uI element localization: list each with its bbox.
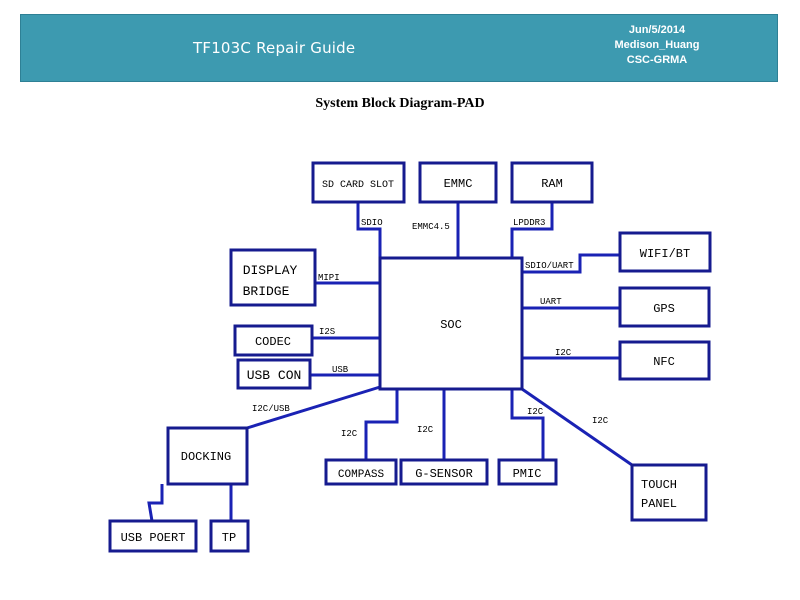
usb-poert-box: [108, 519, 198, 553]
header-banner: TF103C Repair Guide Jun/5/2014 Medison_H…: [20, 14, 778, 82]
touch-panel-box: [630, 463, 708, 522]
header-meta: Jun/5/2014 Medison_Huang CSC-GRMA: [587, 23, 727, 68]
usb-poert-label: USB POERT: [121, 531, 186, 545]
link-labels: SDIO EMMC4.5 LPDDR3 SDIO/UART UART I2C M…: [252, 218, 609, 439]
usb-link-label: USB: [332, 365, 349, 375]
pmic-box: [497, 458, 558, 486]
i2c-usb-link-label: I2C/USB: [252, 404, 290, 414]
emmc-box: [418, 161, 498, 204]
tp-box: [209, 519, 250, 553]
line-touch: [521, 387, 633, 467]
mipi-link-label: MIPI: [318, 273, 340, 283]
docking-box: [166, 426, 249, 486]
compass-label: COMPASS: [338, 469, 385, 481]
codec-box: [233, 324, 314, 357]
g-sensor-box: [399, 458, 489, 486]
bridge-label: BRIDGE: [243, 284, 290, 299]
nfc-i2c-link-label: I2C: [555, 348, 572, 358]
line-pmic: [510, 389, 545, 460]
line-lpddr3: [510, 202, 554, 258]
ram-label: RAM: [541, 177, 563, 191]
compass-box: [324, 458, 398, 486]
panel-label: PANEL: [641, 497, 677, 511]
display-label: DISPLAY: [243, 263, 298, 278]
header-dept: CSC-GRMA: [626, 54, 688, 66]
usb-con-box: [236, 358, 312, 390]
gps-box: [618, 286, 711, 328]
connection-lines: [147, 202, 633, 522]
docking-label: DOCKING: [181, 450, 231, 464]
nfc-label: NFC: [653, 355, 675, 369]
touch-label: TOUCH: [641, 478, 677, 492]
g-sensor-label: G-SENSOR: [415, 467, 473, 481]
line-sdio: [356, 202, 382, 258]
sd-card-slot-label: SD CARD SLOT: [322, 180, 394, 191]
soc-box: [378, 256, 524, 391]
emmc45-link-label: EMMC4.5: [412, 222, 450, 232]
usb-con-label: USB CON: [247, 368, 302, 383]
block-labels: SOC SD CARD SLOT EMMC RAM WIFI/BT GPS NF…: [121, 177, 691, 545]
header-author: Medison_Huang: [614, 39, 700, 51]
sdio-link-label: SDIO: [361, 218, 383, 228]
line-compass: [364, 389, 399, 460]
wifi-bt-box: [618, 231, 712, 273]
sd-card-slot-box: [311, 161, 406, 204]
line-docking-usb: [147, 484, 164, 522]
ram-box: [510, 161, 594, 204]
gps-label: GPS: [653, 302, 675, 316]
lpddr3-link-label: LPDDR3: [513, 218, 545, 228]
touch-i2c-link-label: I2C: [592, 416, 609, 426]
pmic-i2c-link-label: I2C: [527, 407, 544, 417]
document-title: TF103C Repair Guide: [193, 39, 356, 57]
codec-label: CODEC: [255, 335, 291, 349]
soc-label: SOC: [440, 318, 462, 332]
page-title: System Block Diagram-PAD: [315, 96, 485, 111]
compass-i2c-link-label: I2C: [341, 429, 358, 439]
wifi-bt-label: WIFI/BT: [640, 247, 690, 261]
header-date: Jun/5/2014: [628, 24, 686, 36]
emmc-label: EMMC: [444, 177, 473, 191]
tp-label: TP: [222, 531, 236, 545]
line-i2c-usb: [246, 385, 381, 430]
uart-link-label: UART: [540, 297, 562, 307]
i2s-link-label: I2S: [319, 327, 335, 337]
nfc-box: [618, 340, 711, 381]
display-bridge-box: [229, 248, 317, 307]
line-wifi: [522, 253, 620, 274]
gsensor-i2c-link-label: I2C: [417, 425, 434, 435]
pmic-label: PMIC: [513, 467, 542, 481]
block-boxes: [108, 161, 712, 553]
sdio-uart-link-label: SDIO/UART: [525, 261, 574, 271]
